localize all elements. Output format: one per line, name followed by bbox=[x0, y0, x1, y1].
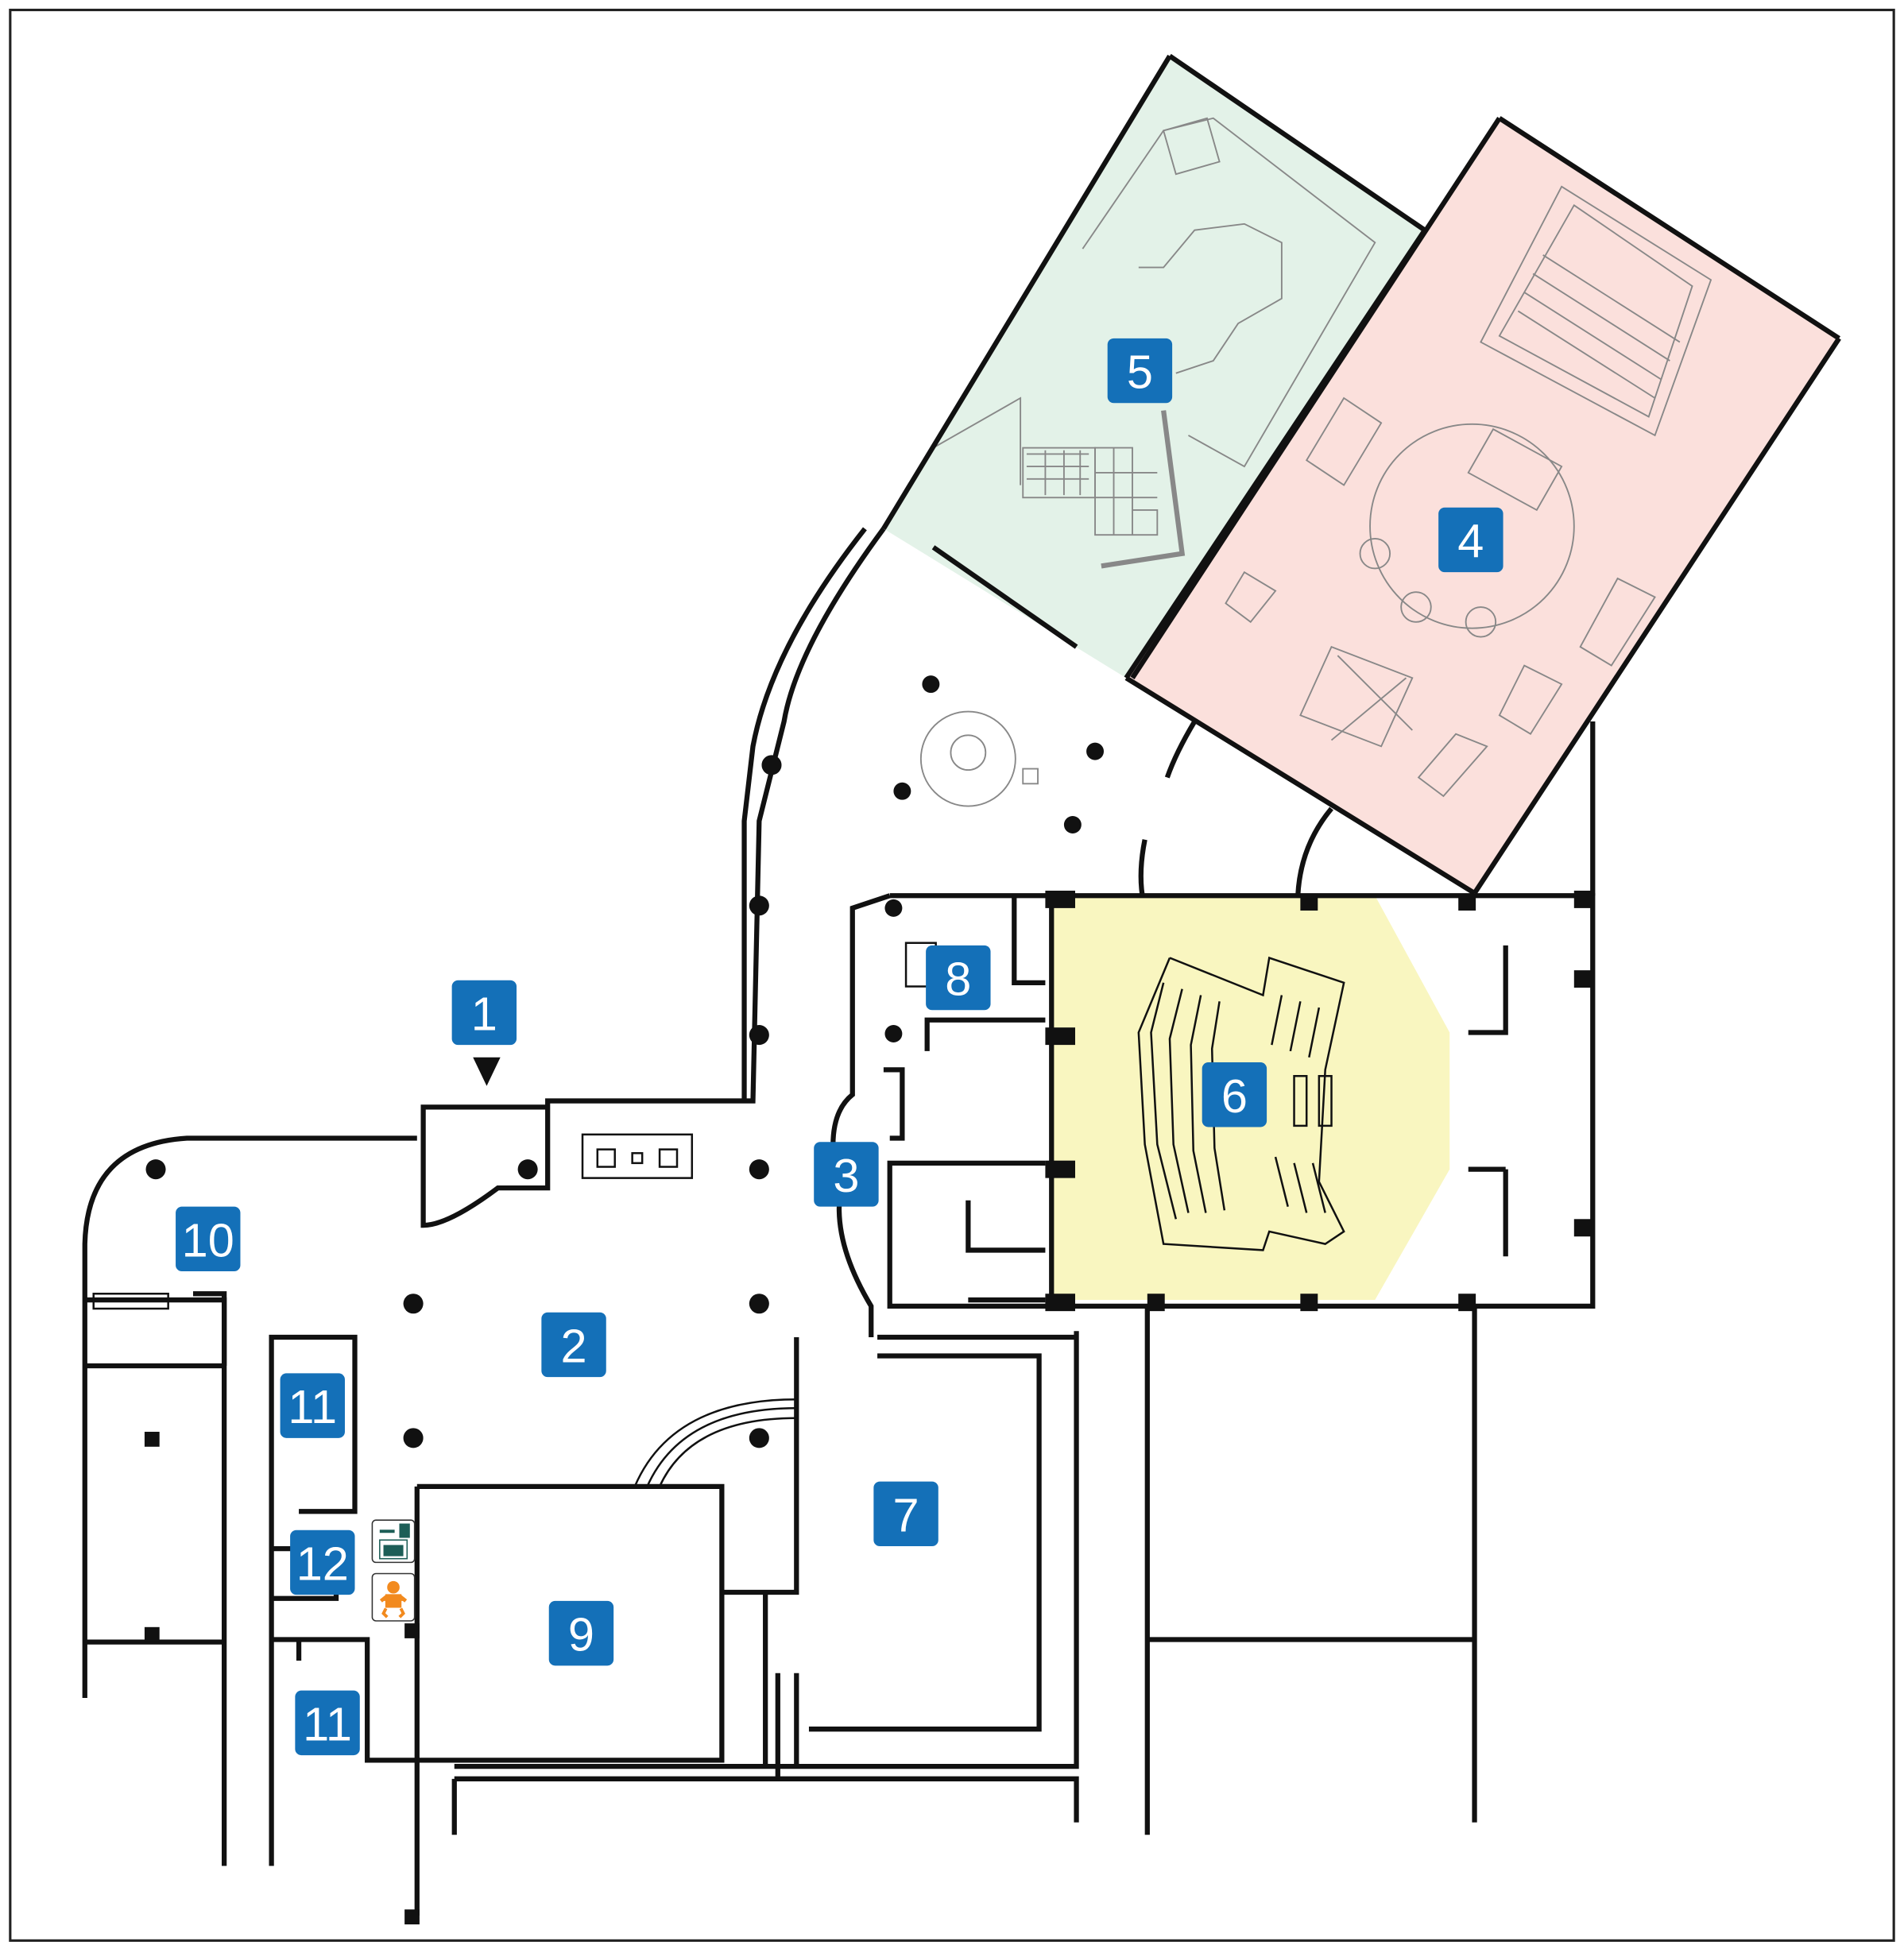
svg-text:3: 3 bbox=[833, 1149, 859, 1202]
marker-8[interactable]: 8 bbox=[926, 945, 991, 1011]
svg-text:12: 12 bbox=[296, 1537, 349, 1590]
zone-4-fixtures bbox=[1225, 185, 1712, 798]
svg-text:10: 10 bbox=[182, 1213, 234, 1267]
svg-text:7: 7 bbox=[893, 1488, 919, 1541]
zone-6-seating bbox=[1137, 956, 1345, 1251]
marker-11-upper[interactable]: 11 bbox=[280, 1373, 345, 1438]
svg-text:11: 11 bbox=[303, 1697, 352, 1750]
marker-3[interactable]: 3 bbox=[814, 1142, 879, 1207]
rotunda-fixtures bbox=[919, 710, 1039, 807]
svg-text:11: 11 bbox=[288, 1380, 337, 1433]
svg-text:1: 1 bbox=[471, 987, 497, 1040]
marker-9[interactable]: 9 bbox=[548, 1600, 614, 1666]
marker-1[interactable]: 1 bbox=[451, 980, 517, 1046]
marker-12[interactable]: 12 bbox=[290, 1530, 355, 1595]
marker-6[interactable]: 6 bbox=[1202, 1062, 1267, 1127]
zone-5-fixtures bbox=[933, 117, 1376, 569]
svg-text:9: 9 bbox=[568, 1608, 594, 1661]
marker-2[interactable]: 2 bbox=[541, 1312, 606, 1378]
svg-text:6: 6 bbox=[1221, 1069, 1248, 1123]
svg-text:5: 5 bbox=[1127, 346, 1153, 399]
svg-text:4: 4 bbox=[1457, 515, 1484, 568]
marker-7[interactable]: 7 bbox=[873, 1481, 938, 1547]
baby-changing-icon bbox=[371, 1572, 416, 1622]
marker-5[interactable]: 5 bbox=[1107, 338, 1173, 404]
marker-10[interactable]: 10 bbox=[176, 1206, 241, 1272]
entrance-arrow-icon bbox=[473, 1057, 501, 1086]
svg-text:2: 2 bbox=[561, 1319, 587, 1372]
marker-11-lower[interactable]: 11 bbox=[295, 1690, 360, 1756]
marker-4[interactable]: 4 bbox=[1438, 507, 1503, 573]
zone-4-exhibit-pink[interactable] bbox=[1126, 118, 1840, 894]
pillars bbox=[144, 675, 1592, 1924]
locker-icon bbox=[371, 1519, 416, 1564]
svg-text:8: 8 bbox=[945, 953, 971, 1006]
